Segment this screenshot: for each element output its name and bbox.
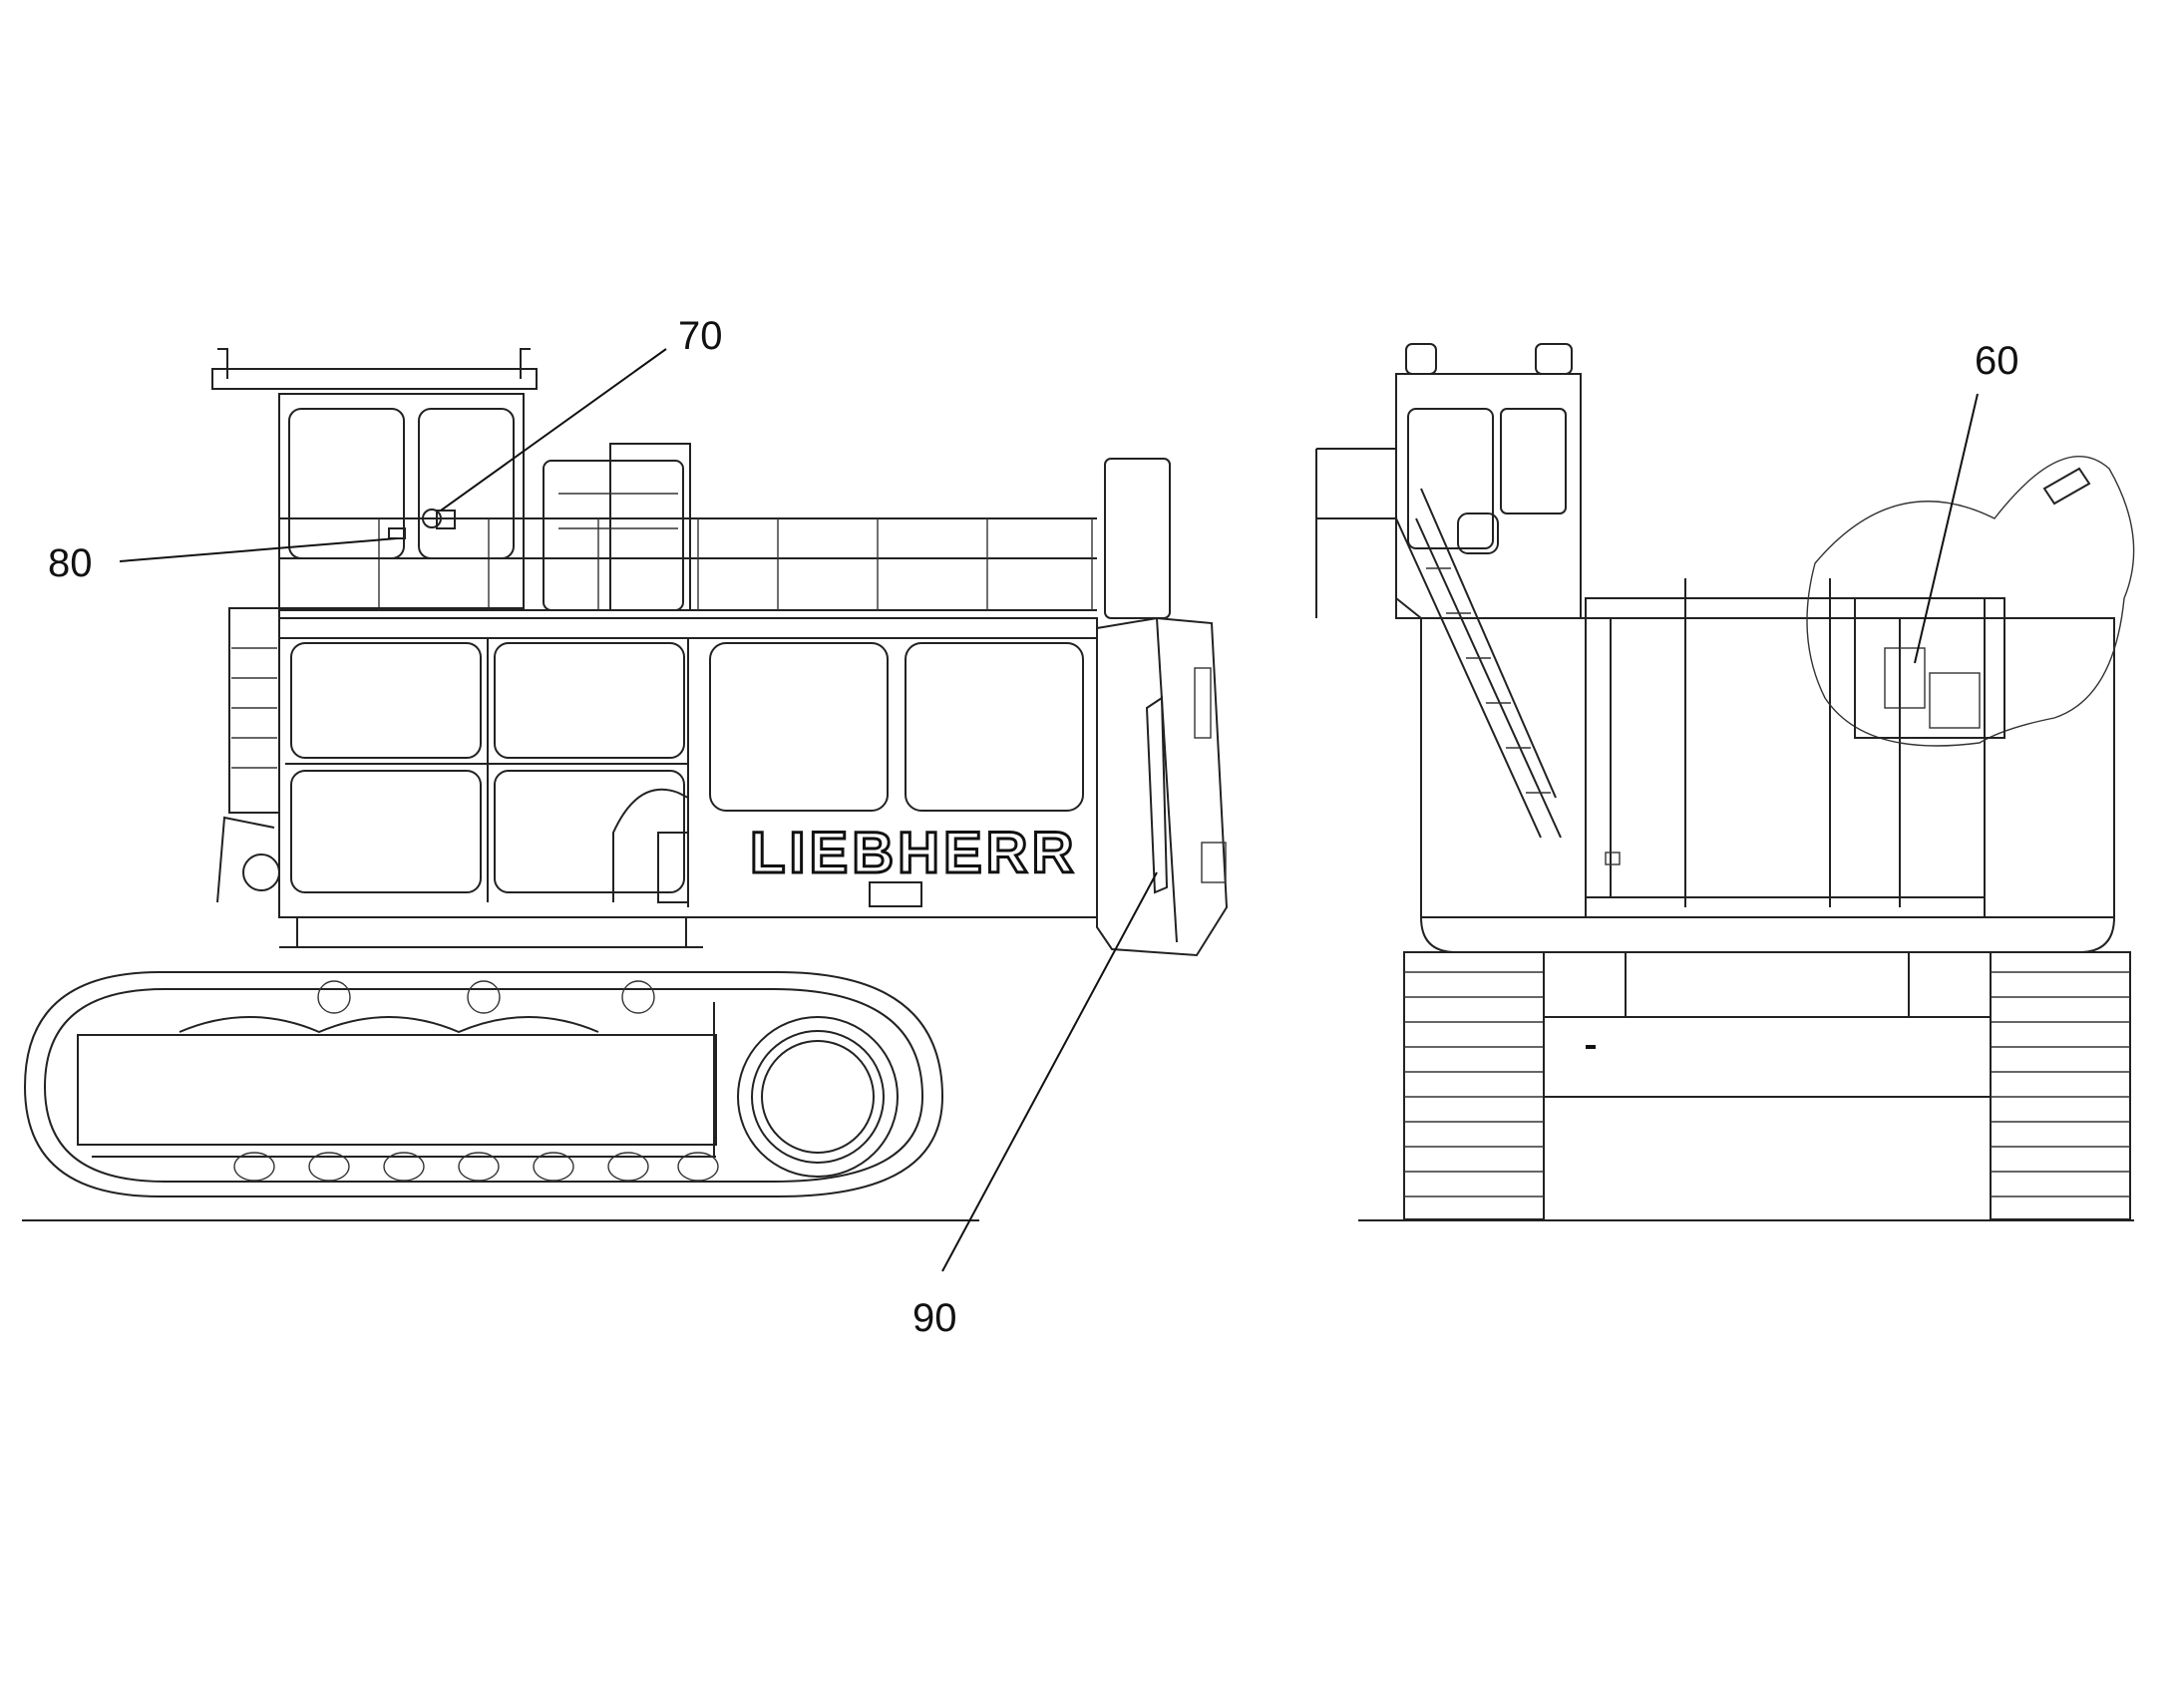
body-panel (709, 642, 889, 812)
rear-ladder (216, 607, 280, 903)
work-light (1535, 343, 1573, 375)
callout-label-70: 70 (678, 314, 723, 358)
body-panel (905, 642, 1084, 812)
callout-label-90: 90 (912, 1296, 957, 1340)
callout-label-60: 60 (1975, 339, 2019, 383)
nameplate (869, 881, 922, 907)
crawler-track-side (23, 971, 944, 1197)
service-door (657, 832, 689, 903)
callout-70: 70 (422, 314, 723, 529)
body-hatch (290, 642, 482, 759)
counterweight (1096, 458, 1229, 957)
crawler-track-rear-left (1403, 951, 1545, 1220)
crawler-track-rear-right (1990, 951, 2131, 1220)
carbody-mark (1586, 1045, 1596, 1049)
drive-sprocket (737, 1016, 899, 1178)
brand-logo-text: LIEBHERR (750, 821, 1077, 885)
operator-seat (1457, 512, 1499, 554)
callout-60: 60 (1914, 339, 2019, 664)
operator-cab-side (211, 348, 538, 609)
bottom-rollers (233, 1152, 719, 1182)
rear-view: 60 (1315, 339, 2135, 1221)
access-stair-frame (543, 443, 691, 611)
body-hatch (494, 642, 685, 759)
rear-stairs (1395, 488, 1562, 839)
carrier-rollers (179, 980, 655, 1034)
work-light (1405, 343, 1437, 375)
operator-cab-rear (1315, 343, 1582, 619)
callout-90: 90 (912, 871, 1158, 1340)
upper-body-rear (1420, 578, 2115, 953)
callout-80: 80 (48, 527, 406, 585)
callout-label-80: 80 (48, 541, 93, 585)
carbody-rear (1543, 951, 1992, 1098)
side-view: LIEBHERR (22, 314, 1229, 1340)
slewing-ring (296, 916, 687, 948)
upper-carriage-body: LIEBHERR (278, 617, 1098, 918)
engine-cutaway (1806, 455, 2135, 747)
upper-railing (279, 517, 1097, 611)
body-hatch (290, 770, 482, 893)
